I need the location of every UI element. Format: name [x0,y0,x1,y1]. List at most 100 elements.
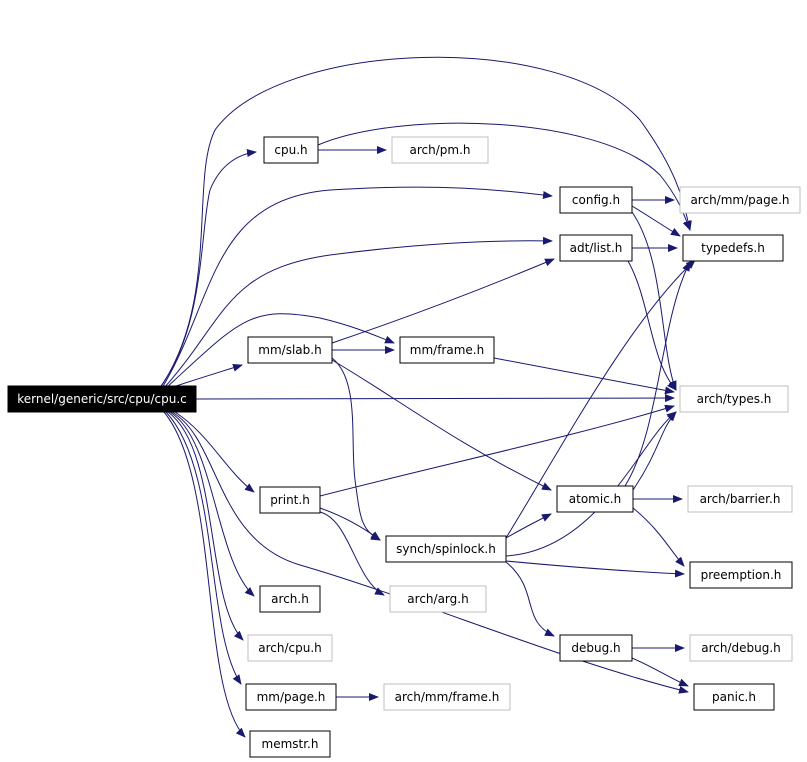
edge-synch-spinlock-h-to-atomic-h [505,513,552,539]
node-label-atomic-h: atomic.h [569,492,621,506]
node-box-debug-h [559,634,633,662]
node-box-arch-h [259,585,321,613]
edge-cpu-c-to-arch-h [169,411,255,597]
node-arch-types-h[interactable]: arch/types.h [679,385,789,413]
node-label-synch-spinlock-h: synch/spinlock.h [396,542,496,556]
node-box-memstr-h [249,730,331,758]
nodes-layer: kernel/generic/src/cpu/cpu.c cpu.h arch/pm… [7,136,801,758]
node-box-arch-debug-h [689,634,793,662]
edge-mm-slab-h-to-synch-spinlock-h [331,357,381,541]
node-box-arch-mm-page-h [679,186,801,214]
node-box-mm-frame-h [399,336,495,364]
node-arch-barrier-h[interactable]: arch/barrier.h [687,485,793,513]
node-mm-page-h[interactable]: mm/page.h [245,683,337,711]
node-box-arch-pm-h [391,136,489,164]
edge-atomic-h-to-preemption-h [632,507,685,567]
node-label-cpu-h: cpu.h [274,143,307,157]
node-debug-h[interactable]: debug.h [559,634,633,662]
node-synch-spinlock-h[interactable]: synch/spinlock.h [385,535,507,563]
edge-cpu-c-to-mm-frame-h [165,313,395,389]
node-box-arch-types-h [679,385,789,413]
node-arch-h[interactable]: arch.h [259,585,321,613]
edge-print-h-to-arch-types-h [319,404,675,497]
node-panic-h[interactable]: panic.h [693,683,775,711]
node-box-arch-arg-h [389,585,487,613]
edge-atomic-h-to-arch-types-h [632,411,677,491]
node-arch-mm-page-h[interactable]: arch/mm/page.h [679,186,801,214]
edge-mm-slab-h-to-adt-list-h [331,258,555,344]
edge-synch-spinlock-h-to-arch-types-h [505,411,677,557]
edge-mm-frame-h-to-arch-types-h [493,357,675,395]
node-box-panic-h [693,683,775,711]
edge-cpu-c-to-cpu-h [157,149,257,391]
node-box-config-h [559,186,633,214]
node-box-mm-page-h [245,683,337,711]
node-label-arch-barrier-h: arch/barrier.h [700,492,781,506]
node-arch-mm-frame-h[interactable]: arch/mm/frame.h [383,683,511,711]
node-arch-cpu-h[interactable]: arch/cpu.h [247,634,333,662]
edge-mm-slab-h-to-atomic-h [331,359,552,491]
node-arch-arg-h[interactable]: arch/arg.h [389,585,487,613]
node-label-memstr-h: memstr.h [262,737,319,751]
node-label-mm-slab-h: mm/slab.h [258,343,321,357]
node-box-arch-barrier-h [687,485,793,513]
node-cpu-c[interactable]: kernel/generic/src/cpu/cpu.c [7,385,197,413]
node-cpu-h[interactable]: cpu.h [263,136,319,164]
node-config-h[interactable]: config.h [559,186,633,214]
node-typedefs-h[interactable]: typedefs.h [682,234,784,262]
node-mm-frame-h[interactable]: mm/frame.h [399,336,495,364]
edge-cpu-c-to-arch-types-h [195,394,675,403]
node-label-arch-debug-h: arch/debug.h [701,641,781,655]
edge-print-h-to-synch-spinlock-h [319,507,381,541]
edge-cpu-c-to-typedefs-h [159,56,692,389]
edge-print-h-to-arch-arg-h [319,511,385,596]
node-label-cpu-c: kernel/generic/src/cpu/cpu.c [17,392,187,406]
edge-cpu-c-to-config-h [161,186,553,389]
node-mm-slab-h[interactable]: mm/slab.h [247,336,333,364]
node-box-arch-cpu-h [247,634,333,662]
node-arch-pm-h[interactable]: arch/pm.h [391,136,489,164]
edge-debug-h-to-panic-h [631,657,689,687]
node-arch-debug-h[interactable]: arch/debug.h [689,634,793,662]
node-label-arch-mm-frame-h: arch/mm/frame.h [395,690,500,704]
node-box-print-h [259,486,321,514]
node-label-mm-page-h: mm/page.h [257,690,326,704]
node-box-synch-spinlock-h [385,535,507,563]
node-box-arch-mm-frame-h [383,683,511,711]
edge-synch-spinlock-h-to-preemption-h [505,560,685,578]
node-label-arch-types-h: arch/types.h [697,392,772,406]
node-box-mm-slab-h [247,336,333,364]
node-label-panic-h: panic.h [712,690,756,704]
edge-cpu-c-to-mm-page-h [165,411,242,685]
edge-config-h-to-typedefs-h [631,205,681,237]
node-print-h[interactable]: print.h [259,486,321,514]
node-label-arch-arg-h: arch/arg.h [407,592,468,606]
node-box-typedefs-h [682,234,784,262]
node-label-arch-h: arch.h [271,592,309,606]
edge-adt-list-h-to-arch-types-h [627,260,677,391]
edge-synch-spinlock-h-to-debug-h [505,561,555,637]
node-memstr-h[interactable]: memstr.h [249,730,331,758]
edge-cpu-c-to-memstr-h [163,411,246,738]
node-label-adt-list-h: adt/list.h [570,241,623,255]
node-label-arch-mm-page-h: arch/mm/page.h [690,193,789,207]
edge-atomic-h-to-typedefs-h [624,261,691,487]
edge-cpu-c-to-print-h [174,411,255,493]
edge-cpu-c-to-arch-cpu-h [167,411,244,641]
node-label-arch-cpu-h: arch/cpu.h [258,641,322,655]
edge-synch-spinlock-h-to-typedefs-h [505,259,696,539]
node-adt-list-h[interactable]: adt/list.h [559,234,633,262]
node-label-print-h: print.h [270,493,310,507]
node-box-adt-list-h [559,234,633,262]
node-preemption-h[interactable]: preemption.h [689,561,793,589]
node-label-mm-frame-h: mm/frame.h [410,343,484,357]
edge-config-h-to-arch-types-h [631,211,677,391]
node-box-atomic-h [556,485,634,513]
edge-cpu-c-to-adt-list-h [163,236,553,389]
node-box-preemption-h [689,561,793,589]
node-label-config-h: config.h [572,193,620,207]
node-label-typedefs-h: typedefs.h [701,241,765,255]
node-atomic-h[interactable]: atomic.h [556,485,634,513]
node-label-arch-pm-h: arch/pm.h [410,143,471,157]
